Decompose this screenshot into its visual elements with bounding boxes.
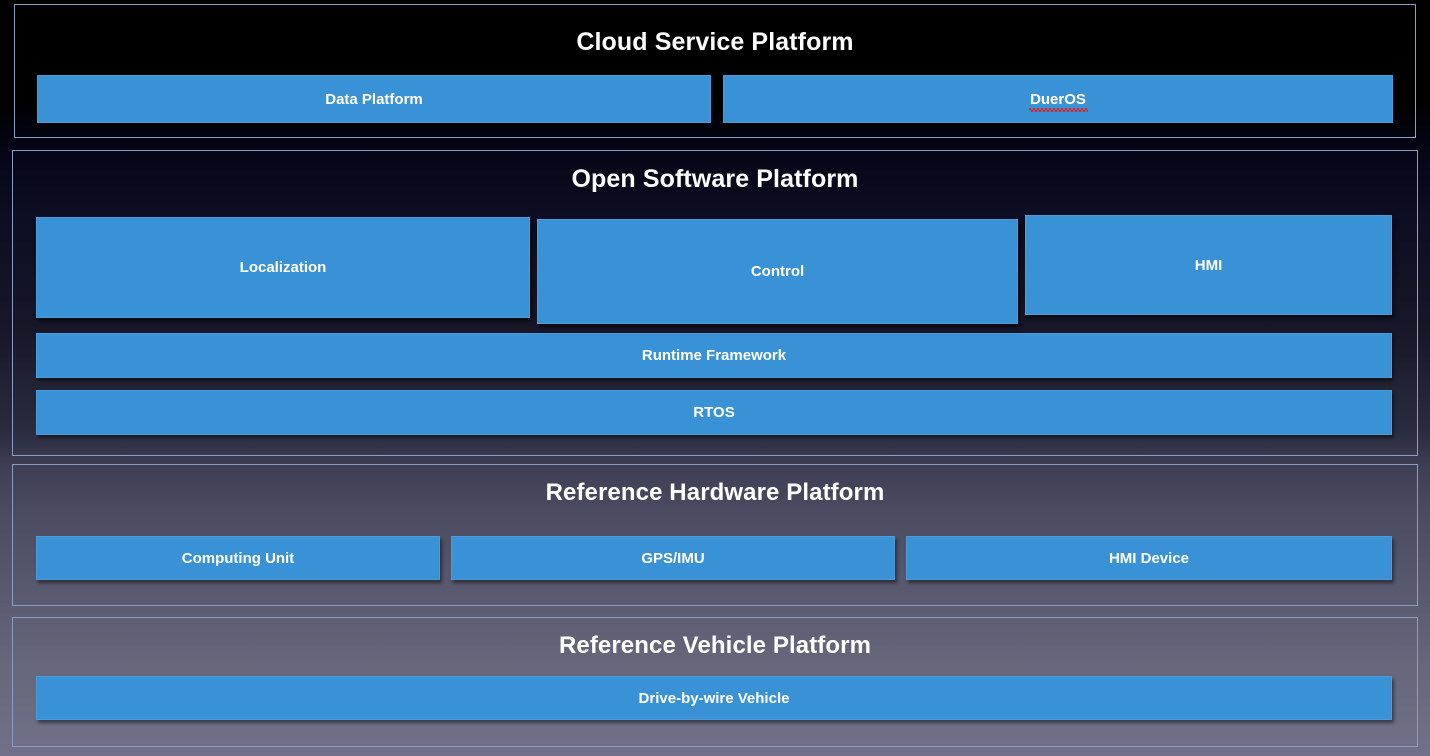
- section-title-reference-hardware-platform: Reference Hardware Platform: [545, 479, 885, 506]
- section-title-cloud-service-platform: Cloud Service Platform: [576, 28, 854, 56]
- box-label-hmi: HMI: [1194, 256, 1223, 274]
- section-title-open-software-platform: Open Software Platform: [571, 165, 859, 193]
- section-open-software-platform: Open Software Platform Localization Cont…: [12, 150, 1418, 456]
- box-label-hmi-device: HMI Device: [1108, 549, 1190, 567]
- section-reference-vehicle-platform: Reference Vehicle Platform Drive-by-wire…: [12, 617, 1418, 747]
- box-label-runtime-framework: Runtime Framework: [641, 347, 787, 364]
- box-hmi[interactable]: HMI: [1025, 215, 1392, 315]
- box-label-dueros: DuerOS: [1029, 90, 1088, 112]
- box-label-rtos: RTOS: [693, 404, 735, 421]
- box-label-drive-by-wire-vehicle: Drive-by-wire Vehicle: [638, 689, 790, 707]
- box-runtime-framework[interactable]: Runtime Framework: [36, 333, 1392, 378]
- box-rtos[interactable]: RTOS: [36, 390, 1392, 435]
- box-data-platform[interactable]: Data Platform: [37, 75, 711, 123]
- section-cloud-service-platform: Cloud Service Platform Data Platform Due…: [14, 4, 1416, 138]
- box-label-computing-unit: Computing Unit: [181, 549, 295, 567]
- box-label-localization: Localization: [239, 259, 327, 276]
- box-label-data-platform: Data Platform: [325, 90, 423, 108]
- box-control[interactable]: Control: [537, 219, 1018, 324]
- box-drive-by-wire-vehicle[interactable]: Drive-by-wire Vehicle: [36, 676, 1392, 720]
- section-reference-hardware-platform: Reference Hardware Platform Computing Un…: [12, 464, 1418, 606]
- box-label-gps-imu: GPS/IMU: [641, 549, 705, 567]
- box-label-control: Control: [750, 263, 805, 280]
- box-gps-imu[interactable]: GPS/IMU: [451, 536, 895, 580]
- box-localization[interactable]: Localization: [36, 217, 530, 318]
- box-computing-unit[interactable]: Computing Unit: [36, 536, 440, 580]
- box-dueros[interactable]: DuerOS: [723, 75, 1393, 123]
- section-title-reference-vehicle-platform: Reference Vehicle Platform: [558, 632, 872, 659]
- box-hmi-device[interactable]: HMI Device: [906, 536, 1392, 580]
